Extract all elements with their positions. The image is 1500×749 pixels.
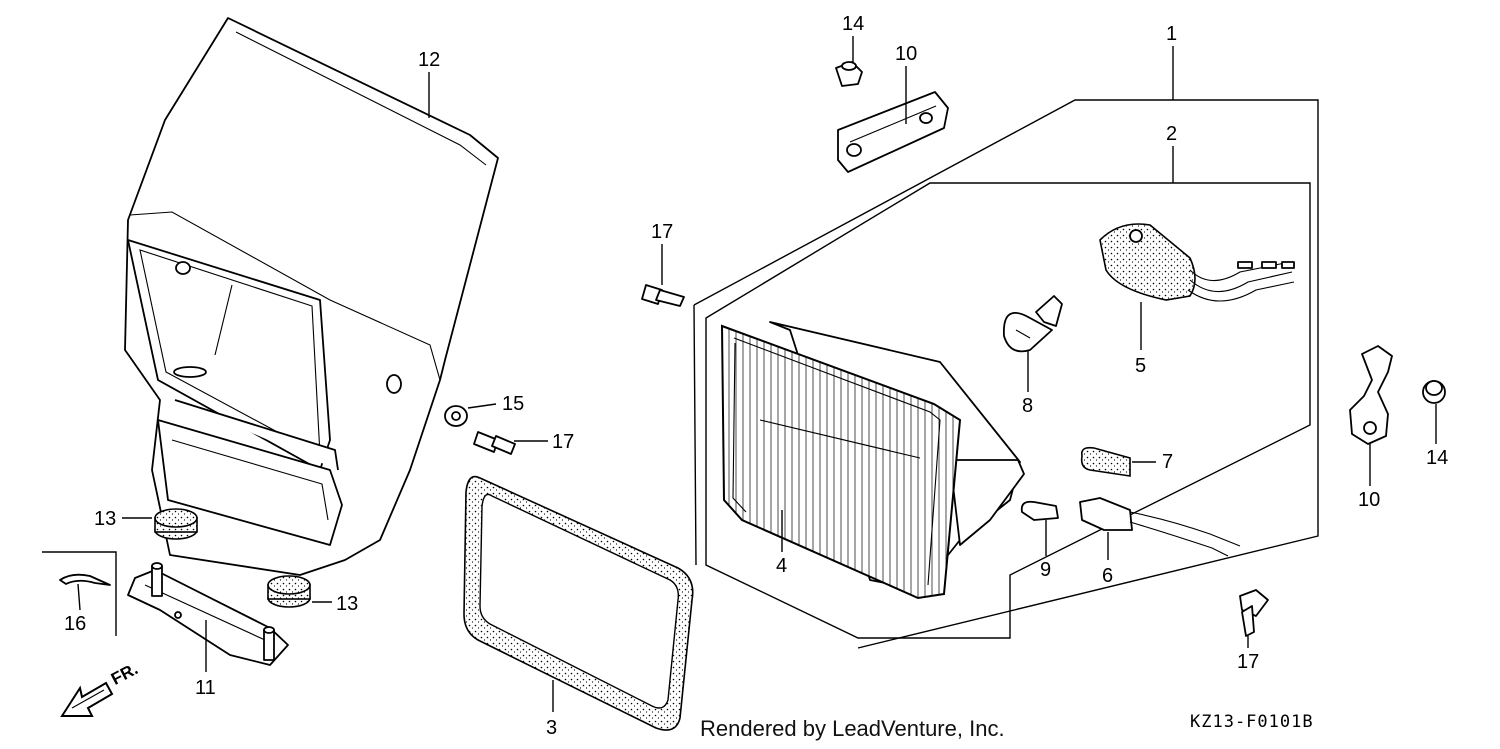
callout-15: 15 <box>502 393 524 415</box>
callout-10-upper: 10 <box>895 43 917 65</box>
callout-13-right: 13 <box>336 593 358 615</box>
collar <box>444 405 468 427</box>
position-socket <box>1079 497 1241 557</box>
position-light-cap <box>1080 446 1131 477</box>
headlight-bulb <box>1003 295 1063 353</box>
position-bulb <box>1020 500 1059 521</box>
nut-right <box>1422 380 1446 404</box>
callout-17-lower: 17 <box>1237 651 1259 673</box>
headlight-gasket <box>463 475 694 731</box>
bolt-cover <box>473 431 516 455</box>
callout-14-upper: 14 <box>842 13 864 35</box>
headlight-unit <box>720 321 1025 600</box>
headlight-stay <box>127 562 289 666</box>
callout-12: 12 <box>418 49 440 71</box>
leader-lines <box>77 36 1437 712</box>
assembly-outline-1 <box>693 99 1319 649</box>
callout-8: 8 <box>1022 395 1033 417</box>
grommet-right <box>267 575 311 608</box>
callout-10-right: 10 <box>1358 489 1380 511</box>
front-direction-arrow <box>60 681 114 717</box>
callout-13-left: 13 <box>94 508 116 530</box>
headlight-cover <box>124 17 499 576</box>
callout-9: 9 <box>1040 559 1051 581</box>
callout-17-upper: 17 <box>651 221 673 243</box>
render-credit: Rendered by LeadVenture, Inc. <box>700 716 1005 741</box>
callout-6: 6 <box>1102 565 1113 587</box>
assembly-outline-2 <box>705 182 1311 639</box>
headlight-socket <box>1099 223 1295 302</box>
callout-7: 7 <box>1162 451 1173 473</box>
callout-17-mid: 17 <box>552 431 574 453</box>
bracket-right <box>1349 345 1393 445</box>
callout-1: 1 <box>1166 23 1177 45</box>
bolt-lower <box>1239 589 1269 637</box>
callout-2: 2 <box>1166 123 1177 145</box>
diagram-code: KZ13-F0101B <box>1190 712 1314 732</box>
callout-14-right: 14 <box>1426 447 1448 469</box>
bolt-upper <box>641 284 685 307</box>
callout-4: 4 <box>776 555 787 577</box>
bracket-upper <box>837 91 949 173</box>
callout-3: 3 <box>546 717 557 739</box>
clip <box>42 551 117 636</box>
grommet-left <box>154 508 198 540</box>
callout-5: 5 <box>1135 355 1146 377</box>
screw-upper <box>835 61 863 87</box>
callout-labels: 1 2 3 4 5 6 7 8 9 10 10 11 12 13 13 14 1… <box>64 13 1448 739</box>
callout-11: 11 <box>195 677 216 699</box>
callout-16: 16 <box>64 613 86 635</box>
